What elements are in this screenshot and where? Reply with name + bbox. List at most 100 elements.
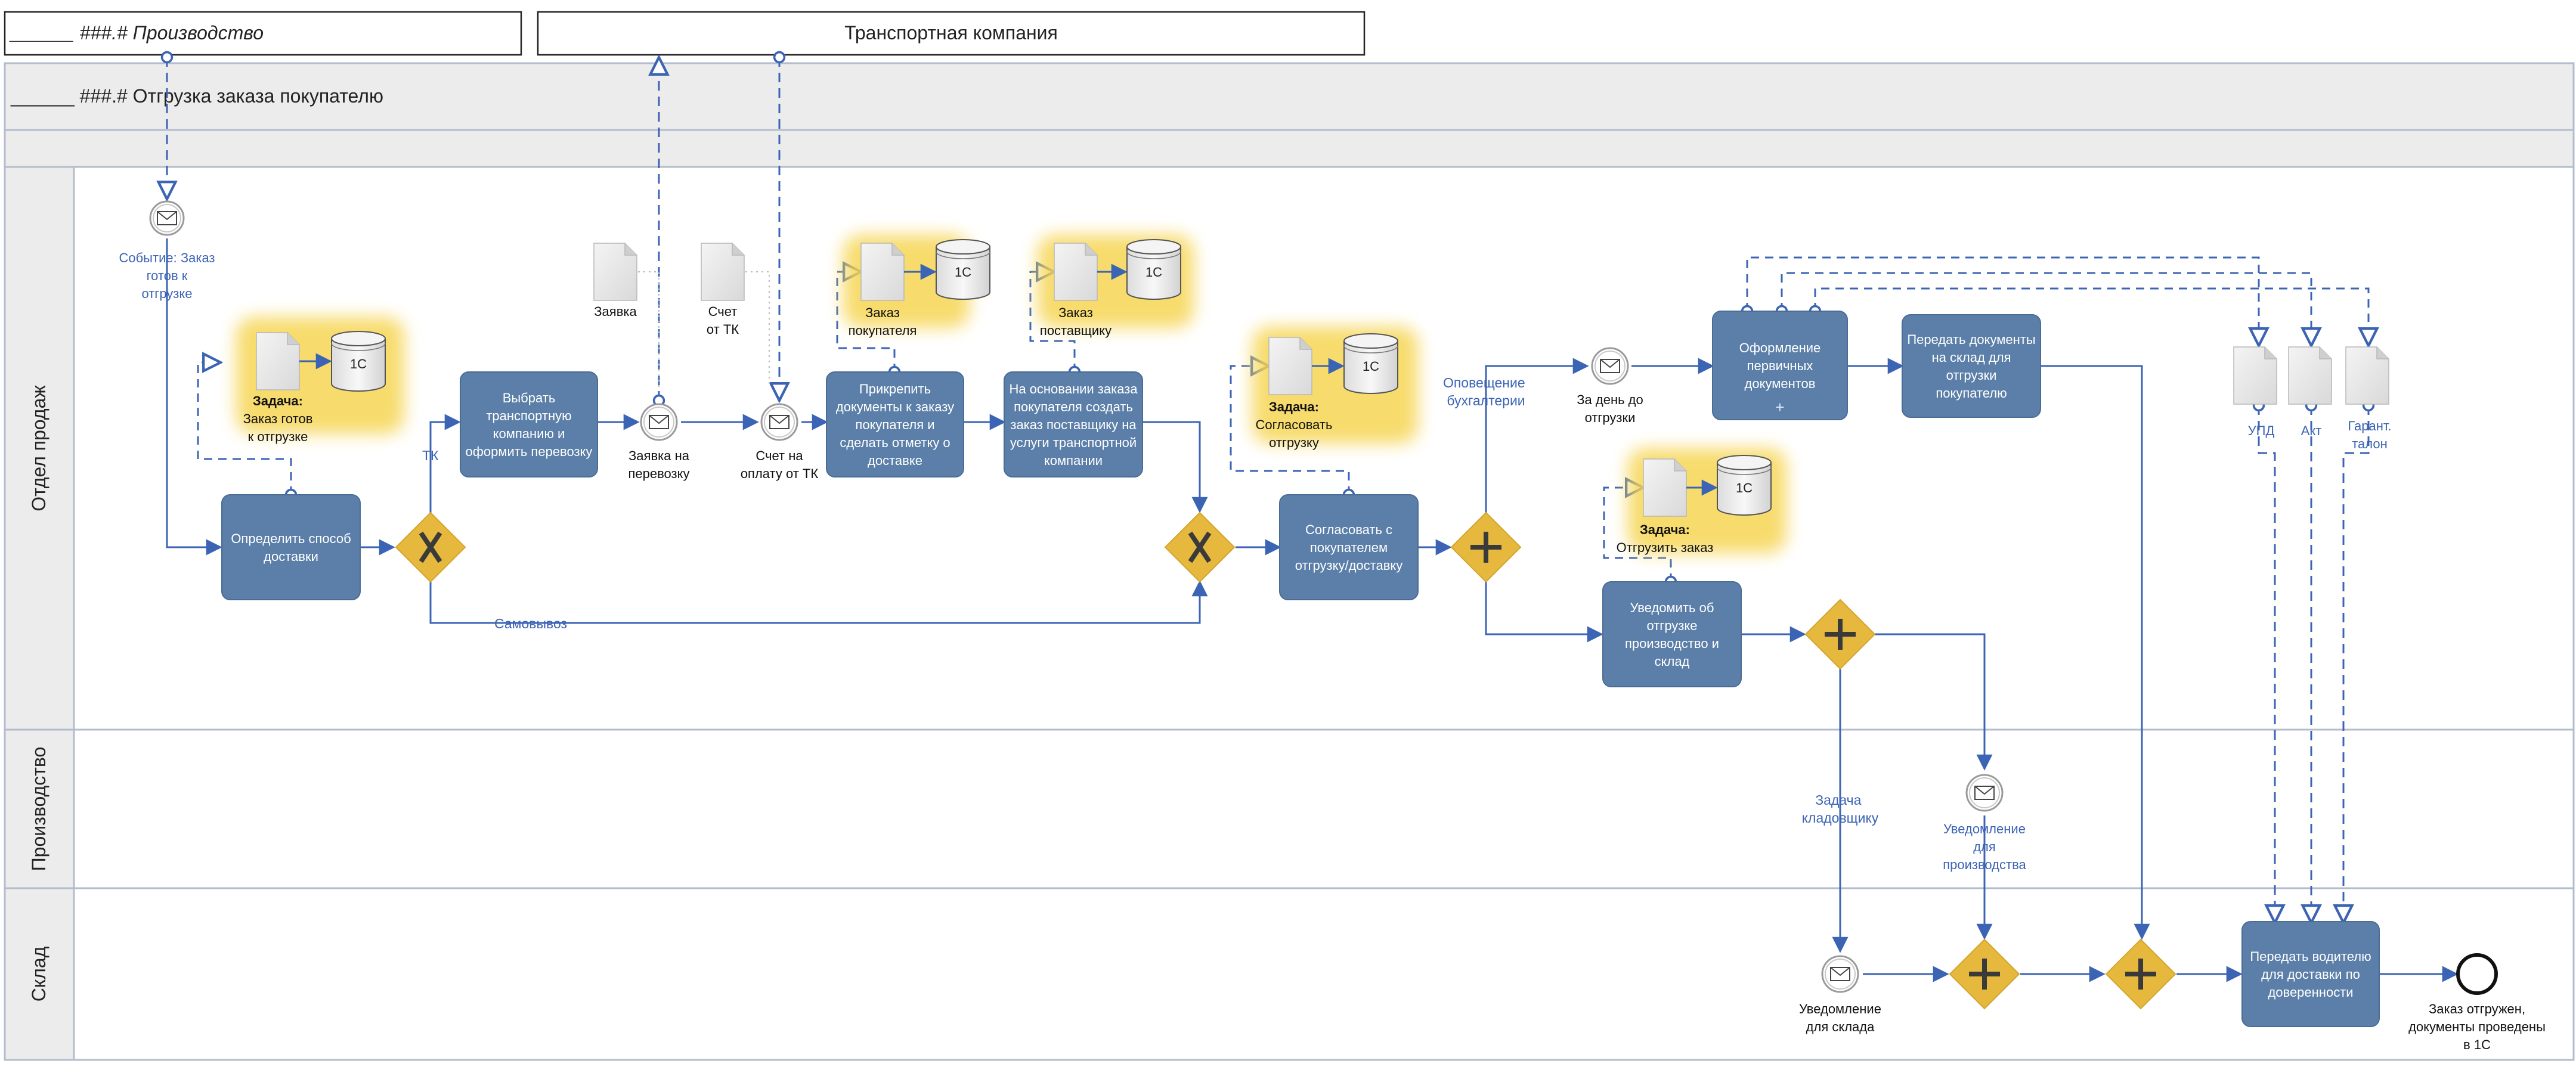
doc-label-line: Заказ [1058,305,1093,320]
task-box [1712,311,1848,420]
task-label-line: транспортную [486,408,571,423]
doc-label-line: Счет [708,304,738,319]
flow-label-storekeeper-2: кладовщику [1802,810,1879,826]
parallel-plus-icon [1969,959,2000,990]
db-1c-icon: 1С [1126,239,1181,300]
flow-gw3-notify [1485,582,1603,643]
ship-doc-icon [1643,458,1687,517]
pool-transport-title: Транспортная компания [844,22,1058,44]
doc-label-line: Заказ [865,305,900,320]
doc-label-line: Отгрузить заказ [1617,540,1714,555]
doc-label-line: поставщику [1040,323,1111,338]
event-label-line: перевозку [628,466,689,481]
pool-production: ______ ###.# Производство [4,11,522,56]
doc-label-line: от ТК [707,322,739,337]
task-label-line: отгрузки [1946,368,1997,383]
task-box [1902,314,2041,418]
doc-label-line: талон [2352,436,2388,451]
task-label-line: покупателем [1310,540,1388,555]
event-label-line: документы проведены [2408,1019,2546,1034]
act-doc-icon [2288,346,2332,405]
doc-label-line: Гарант. [2348,418,2391,433]
db-1c-icon: 1С [331,331,386,392]
doc-label-line: Задача: [1640,522,1690,537]
task-label-line: склад [1655,654,1690,669]
message-flow-warranty [2343,405,2368,923]
gateway-exclusive-1[interactable] [395,511,466,583]
doc-label-supplier-order: Заказ поставщику [1040,305,1111,338]
task-box [1279,494,1419,600]
task-label-line: Оформление [1739,340,1821,355]
flow-label-accounting-1: Оповещение [1443,375,1525,390]
database-label: 1С [1363,359,1379,374]
agree-doc-icon [1268,337,1312,395]
database-label: 1С [350,356,367,371]
message-flows [167,57,2368,923]
flow-label-storekeeper-1: Задача [1815,792,1861,808]
event-label-line: в 1С [2463,1037,2491,1052]
task-label-line: для доставки по [2261,967,2360,982]
end-event-icon [2456,953,2498,995]
doc-label-upd: УПД [2248,423,2275,438]
task-label-line: Передать документы [1907,332,2035,347]
database-label: 1С [1145,265,1162,280]
event-label-line: отгрузки [1585,410,1636,425]
invoice-doc-icon [701,243,745,301]
task-label-line: компании [1044,453,1103,468]
dotted-request [638,271,660,387]
task-label-line: Выбрать [503,390,556,405]
task-label-line: производство и [1625,636,1719,651]
database-label: 1С [955,265,971,280]
task-box [221,494,361,600]
task-label-line: отгрузку/доставку [1295,558,1403,573]
assoc-primary-warranty [1815,287,2368,346]
gateway-exclusive-2[interactable] [1164,511,1236,583]
gateway-parallel-5[interactable] [1949,938,2020,1010]
task-label-line: заказ поставщику на [1010,417,1137,432]
gateway-parallel-4[interactable] [1804,598,1876,670]
doc-label-line: Заявка [594,304,637,319]
doc-label-line: Задача: [253,393,303,408]
task-doc-icon [256,332,300,390]
event-label-line: Счет на [756,448,803,463]
task-label-line: документов [1745,376,1816,391]
flow-start-determine [166,238,222,556]
flow-label-tk: ТК [422,448,439,463]
event-label-line: для склада [1806,1019,1875,1034]
exclusive-x-icon [1188,531,1212,563]
gateway-parallel-6[interactable] [2105,938,2176,1010]
upd-doc-icon [2233,346,2277,405]
gateway-parallel-3[interactable] [1450,511,1522,583]
task-label-line: первичных [1747,358,1813,373]
flow-supplier-gw2 [1143,421,1208,513]
event-label-line: готов к [147,268,188,283]
doc-label-act: Акт [2301,423,2322,438]
doc-label-request: Заявка [594,304,637,319]
event-label-line: для [1973,839,1996,854]
db-1c-icon: 1С [936,239,990,300]
pool-main-title: ______ ###.# Отгрузка заказа покупателю [10,85,383,107]
